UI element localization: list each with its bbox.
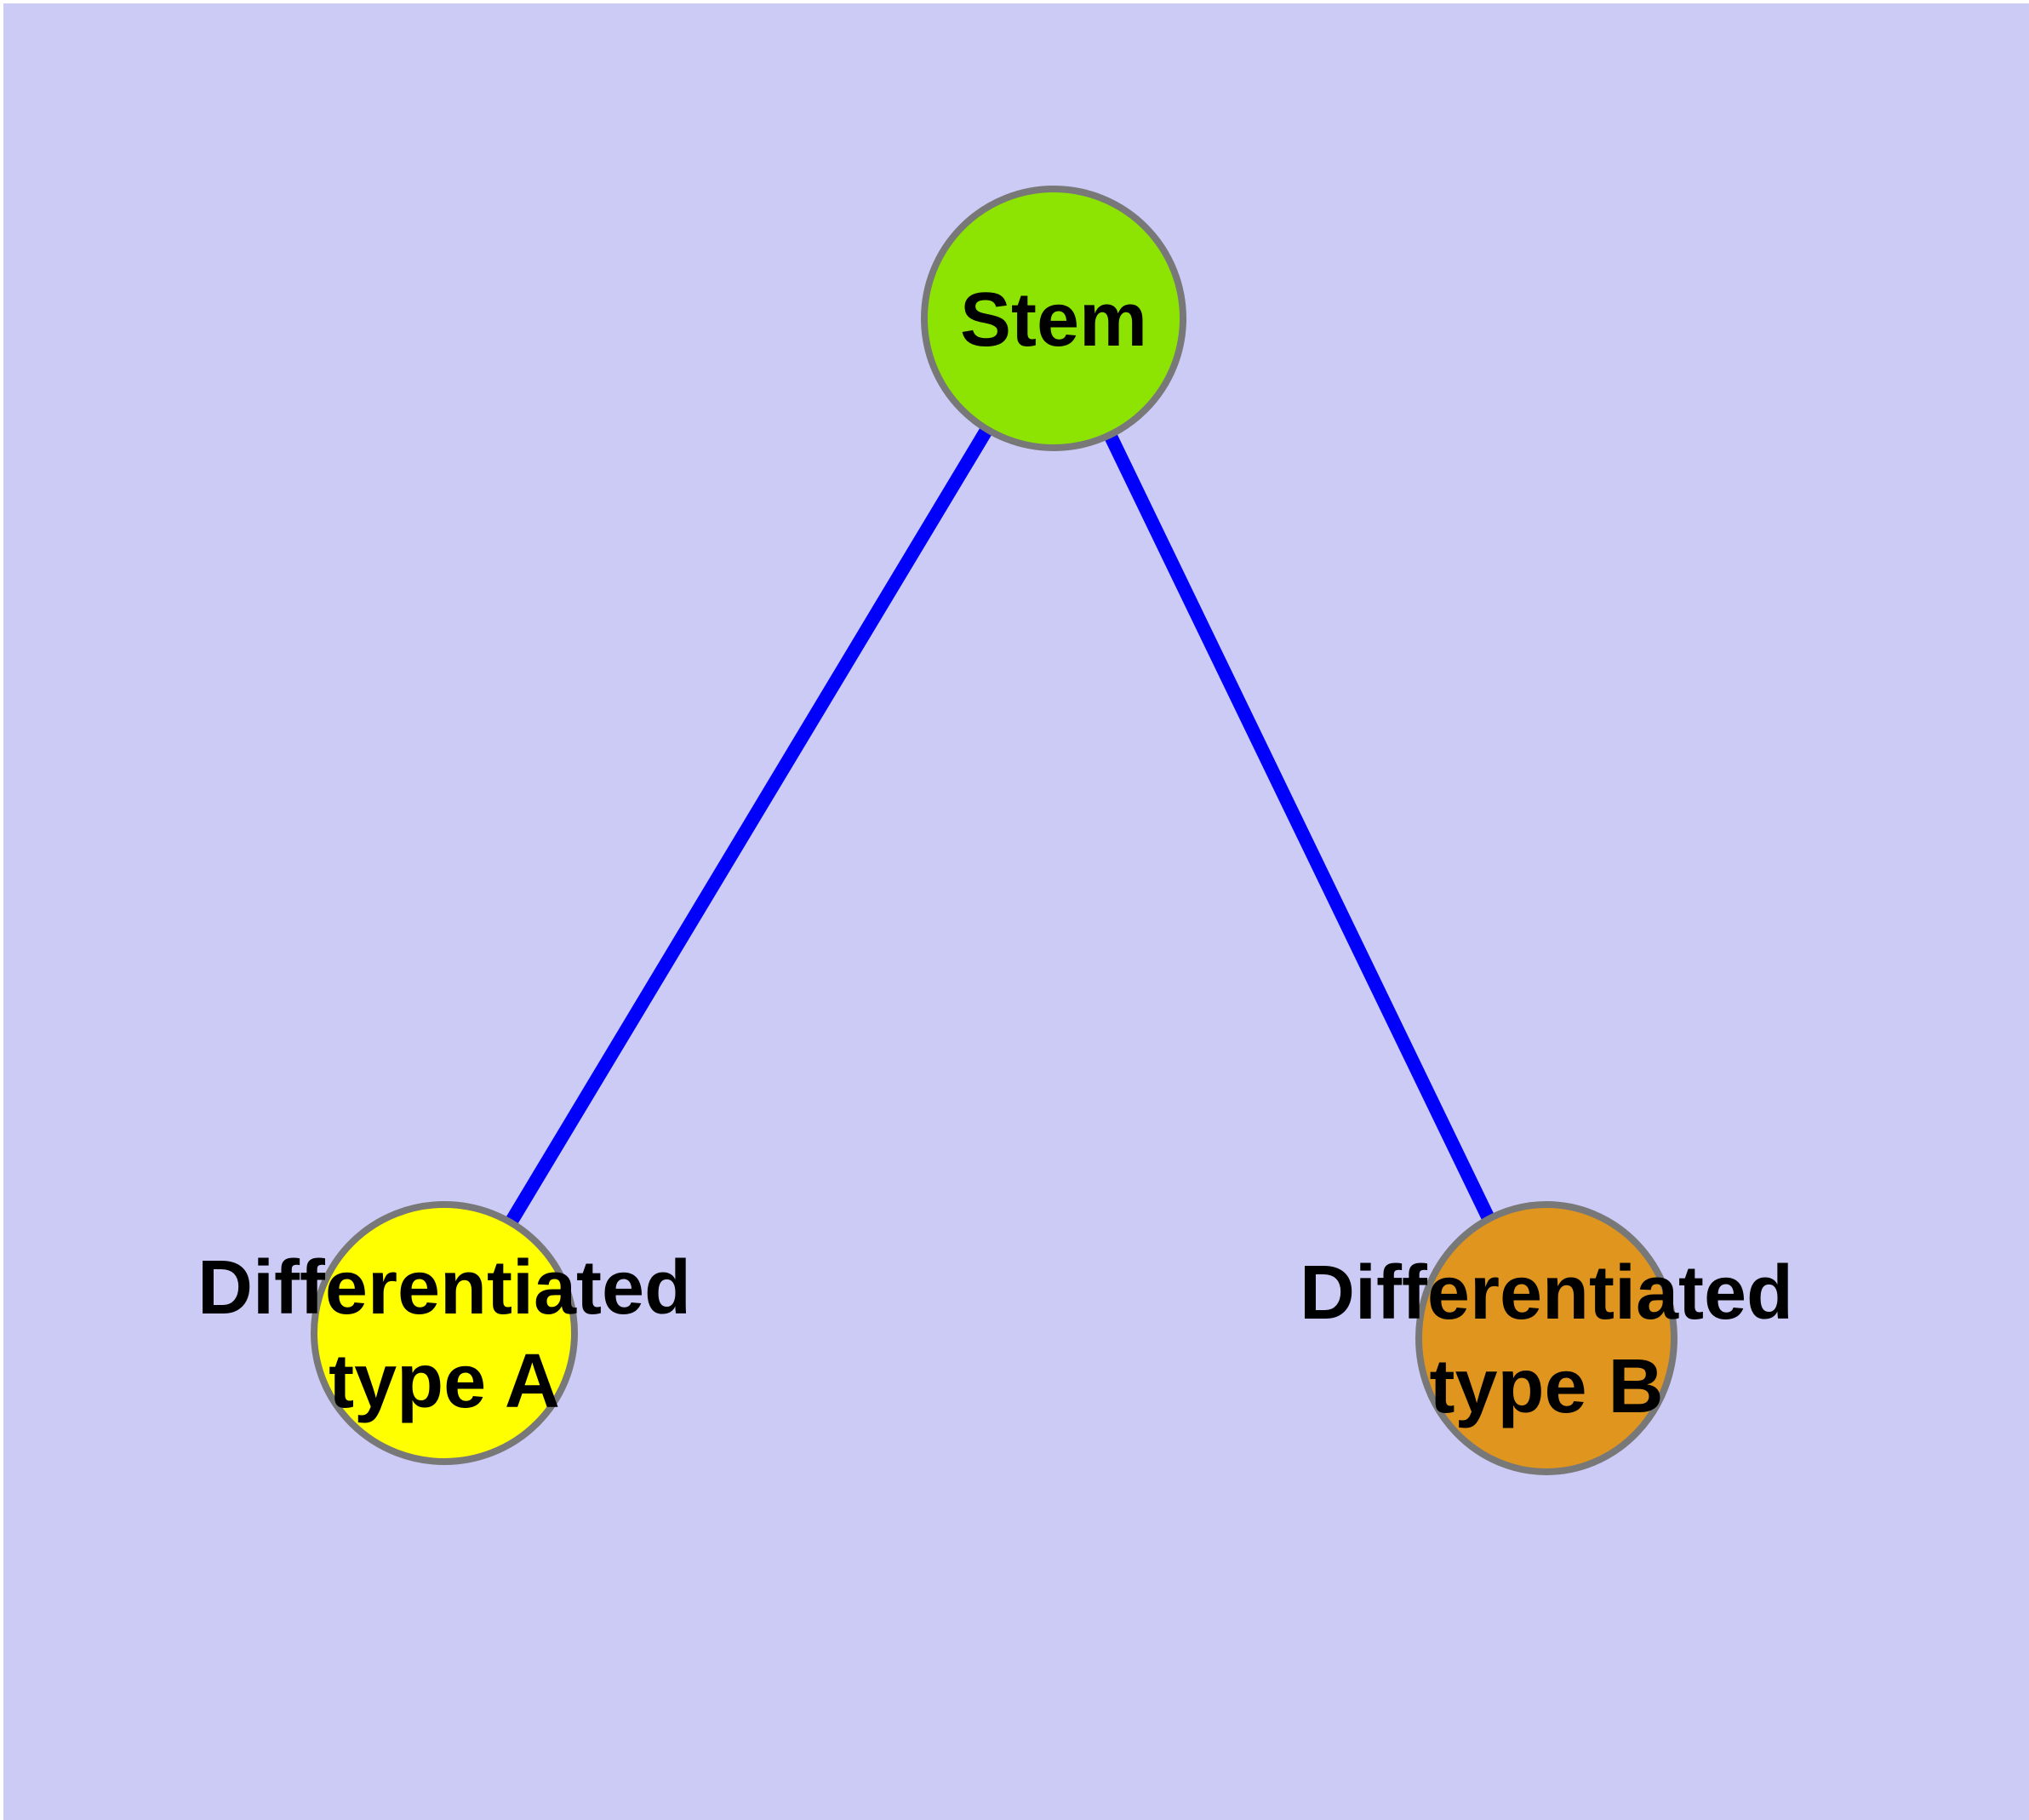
node-label-line: type B: [1429, 1344, 1663, 1429]
node-label-line: Differentiated: [197, 1245, 691, 1331]
node-label-line: type A: [329, 1339, 560, 1424]
node-diff-b: [1415, 1201, 1677, 1475]
node-label-stem: Stem: [960, 278, 1147, 363]
edge-stem-diff-a: [438, 314, 1060, 1337]
edge-stem-diff-b: [1047, 315, 1553, 1342]
top-margin-line: [0, 0, 2029, 3]
node-diff-a: [311, 1201, 578, 1465]
node-label-line: Stem: [960, 278, 1147, 363]
node-stem: [921, 186, 1186, 451]
left-margin-line: [0, 0, 3, 1820]
node-label-line: Differentiated: [1300, 1251, 1793, 1336]
